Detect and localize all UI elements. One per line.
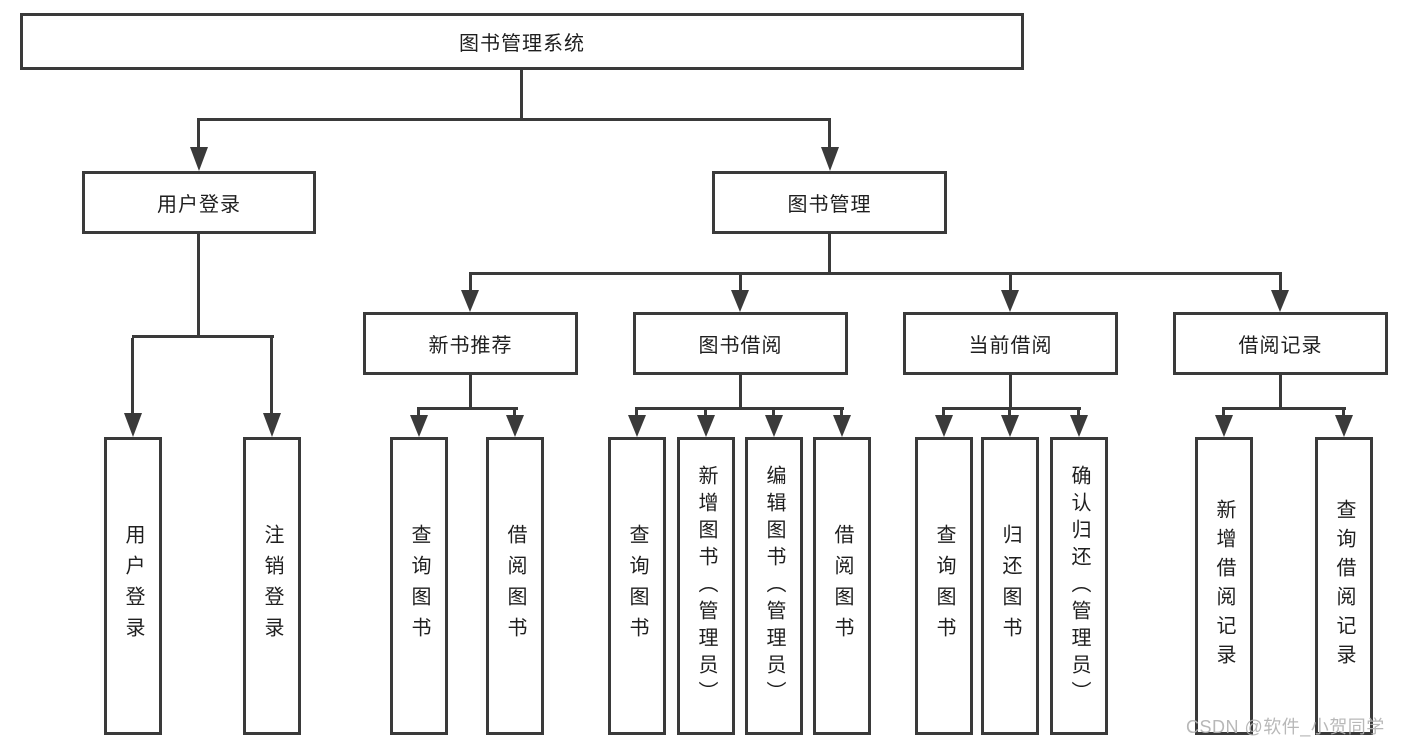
leaf-add-books-admin-label: 新增图书（管理员） bbox=[695, 464, 717, 708]
leaf-borrow-books-recommend-label: 借阅图书 bbox=[504, 524, 526, 648]
arrow-down-icon bbox=[124, 413, 142, 437]
connector-drop bbox=[270, 338, 273, 413]
connector-drop bbox=[1222, 410, 1225, 415]
connector-root-stub bbox=[520, 70, 523, 118]
arrow-down-icon bbox=[190, 147, 208, 171]
arrow-down-icon bbox=[1070, 415, 1088, 437]
leaf-return-books-label: 归还图书 bbox=[999, 524, 1021, 648]
leaf-logout-label: 注销登录 bbox=[261, 524, 283, 648]
connector-drop bbox=[739, 275, 742, 290]
arrow-down-icon bbox=[1271, 290, 1289, 312]
connector-drop bbox=[772, 410, 775, 415]
connector-drop bbox=[1279, 275, 1282, 290]
leaf-add-borrow-record-label: 新增借阅记录 bbox=[1213, 499, 1235, 673]
arrow-down-icon bbox=[935, 415, 953, 437]
node-user-login-label: 用户登录 bbox=[157, 194, 241, 216]
leaf-add-borrow-record: 新增借阅记录 bbox=[1195, 437, 1253, 735]
arrow-down-icon bbox=[697, 415, 715, 437]
node-book-borrowing: 图书借阅 bbox=[633, 312, 848, 375]
arrow-down-icon bbox=[1215, 415, 1233, 437]
connector-drop bbox=[513, 410, 516, 415]
connector-rail bbox=[417, 407, 518, 410]
arrow-down-icon bbox=[461, 290, 479, 312]
connector-drop bbox=[417, 410, 420, 415]
connector-drop bbox=[942, 410, 945, 415]
arrow-down-icon bbox=[263, 413, 281, 437]
leaf-query-borrow-record-label: 查询借阅记录 bbox=[1333, 499, 1355, 673]
connector-rail bbox=[942, 407, 1081, 410]
node-new-book-recommend: 新书推荐 bbox=[363, 312, 578, 375]
connector-rail bbox=[635, 407, 844, 410]
leaf-query-borrow-record: 查询借阅记录 bbox=[1315, 437, 1373, 735]
connector-stub bbox=[1279, 375, 1282, 407]
leaf-query-books-borrowing: 查询图书 bbox=[608, 437, 666, 735]
connector-level2-rail bbox=[469, 272, 1282, 275]
leaf-query-books-recommend: 查询图书 bbox=[390, 437, 448, 735]
connector-drop bbox=[840, 410, 843, 415]
arrow-down-icon bbox=[821, 147, 839, 171]
connector-drop bbox=[1342, 410, 1345, 415]
arrow-down-icon bbox=[833, 415, 851, 437]
arrow-down-icon bbox=[1001, 290, 1019, 312]
connector-stub bbox=[739, 375, 742, 407]
node-book-management: 图书管理 bbox=[712, 171, 947, 234]
connector-level1-rail bbox=[197, 118, 831, 121]
leaf-borrow-books-label: 借阅图书 bbox=[831, 524, 853, 648]
leaf-query-books-current-label: 查询图书 bbox=[933, 524, 955, 648]
arrow-down-icon bbox=[628, 415, 646, 437]
node-new-book-recommend-label: 新书推荐 bbox=[428, 335, 513, 357]
arrow-down-icon bbox=[765, 415, 783, 437]
leaf-confirm-return-admin-label: 确认归还（管理员） bbox=[1068, 464, 1090, 708]
leaf-logout: 注销登录 bbox=[243, 437, 301, 735]
leaf-confirm-return-admin: 确认归还（管理员） bbox=[1050, 437, 1108, 735]
leaf-add-books-admin: 新增图书（管理员） bbox=[677, 437, 735, 735]
node-book-borrowing-label: 图书借阅 bbox=[698, 335, 783, 357]
connector-book-mgmt-drop bbox=[828, 121, 831, 148]
connector-drop bbox=[1077, 410, 1080, 415]
node-current-borrowing: 当前借阅 bbox=[903, 312, 1118, 375]
connector-user-login-rail bbox=[132, 335, 274, 338]
leaf-user-login-label: 用户登录 bbox=[122, 524, 144, 648]
leaf-user-login: 用户登录 bbox=[104, 437, 162, 735]
arrow-down-icon bbox=[731, 290, 749, 312]
leaf-return-books: 归还图书 bbox=[981, 437, 1039, 735]
connector-user-login-drop bbox=[197, 121, 200, 148]
node-user-login: 用户登录 bbox=[82, 171, 316, 234]
connector-book-mgmt-stub bbox=[828, 234, 831, 272]
node-borrowing-records: 借阅记录 bbox=[1173, 312, 1388, 375]
leaf-edit-books-admin-label: 编辑图书（管理员） bbox=[763, 464, 785, 708]
connector-drop bbox=[1009, 275, 1012, 290]
node-current-borrowing-label: 当前借阅 bbox=[968, 335, 1053, 357]
node-borrowing-records-label: 借阅记录 bbox=[1238, 335, 1323, 357]
connector-user-login-stub bbox=[197, 234, 200, 335]
node-root-label: 图书管理系统 bbox=[459, 33, 585, 55]
leaf-borrow-books-recommend: 借阅图书 bbox=[486, 437, 544, 735]
connector-rail bbox=[1222, 407, 1346, 410]
connector-stub bbox=[1009, 375, 1012, 407]
arrow-down-icon bbox=[1335, 415, 1353, 437]
connector-drop bbox=[1008, 410, 1011, 415]
arrow-down-icon bbox=[506, 415, 524, 437]
leaf-query-books-recommend-label: 查询图书 bbox=[408, 524, 430, 648]
connector-drop bbox=[469, 275, 472, 290]
arrow-down-icon bbox=[1001, 415, 1019, 437]
connector-drop bbox=[131, 338, 134, 413]
connector-stub bbox=[469, 375, 472, 407]
node-book-management-label: 图书管理 bbox=[787, 194, 872, 216]
leaf-edit-books-admin: 编辑图书（管理员） bbox=[745, 437, 803, 735]
csdn-watermark: CSDN @软件_小贺同学 bbox=[1186, 717, 1385, 737]
leaf-borrow-books: 借阅图书 bbox=[813, 437, 871, 735]
node-root: 图书管理系统 bbox=[20, 13, 1024, 70]
connector-drop bbox=[635, 410, 638, 415]
arrow-down-icon bbox=[410, 415, 428, 437]
leaf-query-books-current: 查询图书 bbox=[915, 437, 973, 735]
connector-drop bbox=[704, 410, 707, 415]
leaf-query-books-borrowing-label: 查询图书 bbox=[626, 524, 648, 648]
